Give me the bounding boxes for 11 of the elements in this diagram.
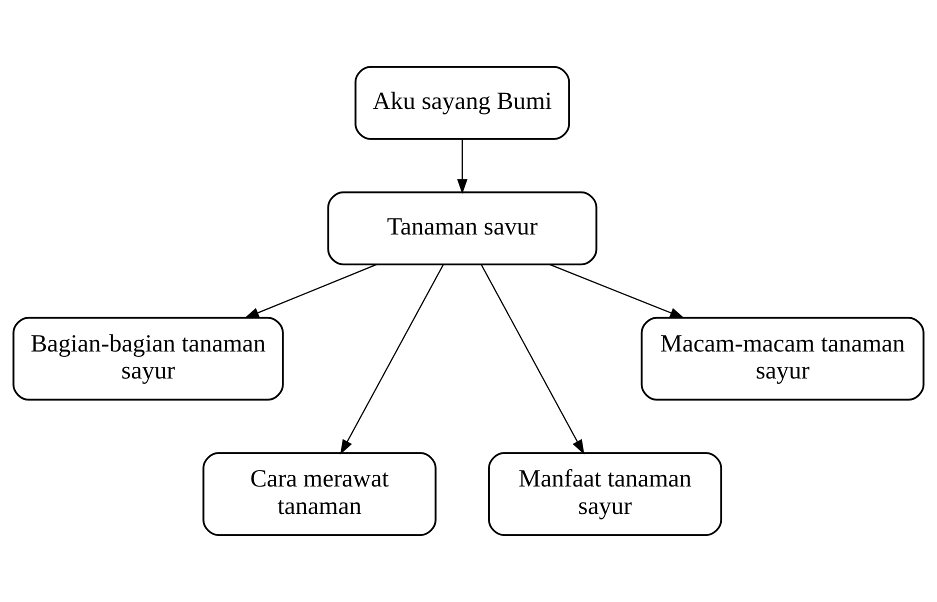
arrow — [244, 264, 378, 318]
node-box: Macam-macam tanaman sayur — [640, 316, 924, 401]
node-box: Manfaat tanaman sayur — [488, 452, 722, 536]
arrow — [549, 264, 685, 318]
arrow — [340, 264, 444, 455]
node-box: Aku sayang Bumi — [354, 66, 570, 140]
node-box: Tanaman savur — [327, 191, 598, 266]
arrow — [480, 264, 584, 455]
node-box: Cara merawat tanaman — [202, 452, 437, 536]
node-box: Bagian-bagian tanaman sayur — [12, 316, 284, 401]
arrow — [457, 139, 468, 194]
